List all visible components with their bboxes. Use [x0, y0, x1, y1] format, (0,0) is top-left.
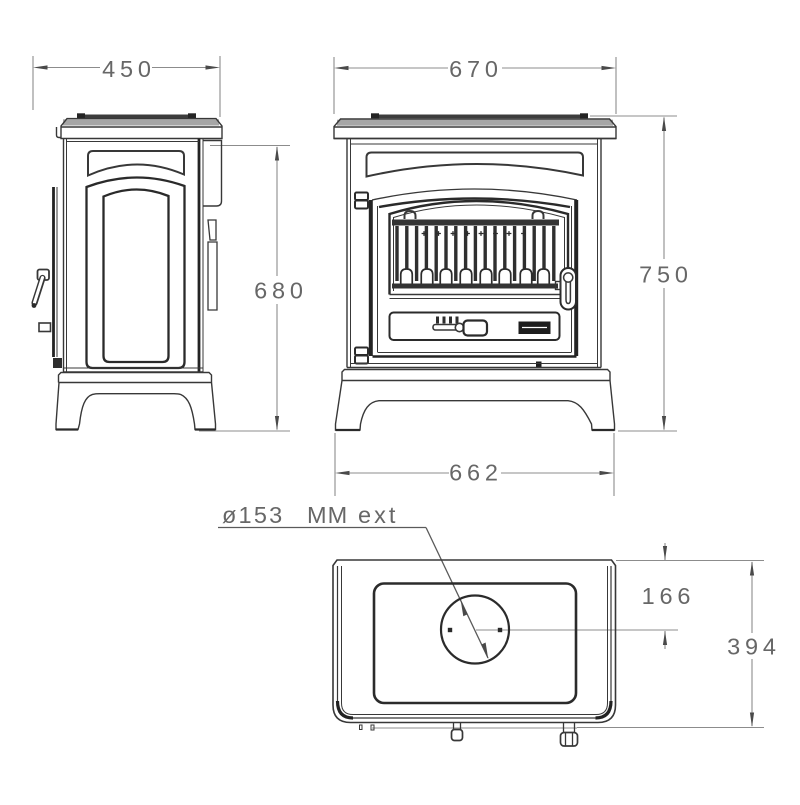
svg-text:394: 394: [727, 634, 781, 660]
svg-text:166: 166: [642, 583, 696, 609]
svg-text:ø153: ø153: [222, 502, 284, 528]
svg-text:662: 662: [449, 460, 503, 486]
svg-text:750: 750: [639, 262, 693, 288]
svg-text:ext: ext: [358, 502, 398, 528]
svg-text:670: 670: [449, 56, 503, 82]
svg-text:MM: MM: [307, 502, 348, 528]
svg-text:680: 680: [254, 278, 308, 304]
svg-text:450: 450: [102, 56, 156, 82]
